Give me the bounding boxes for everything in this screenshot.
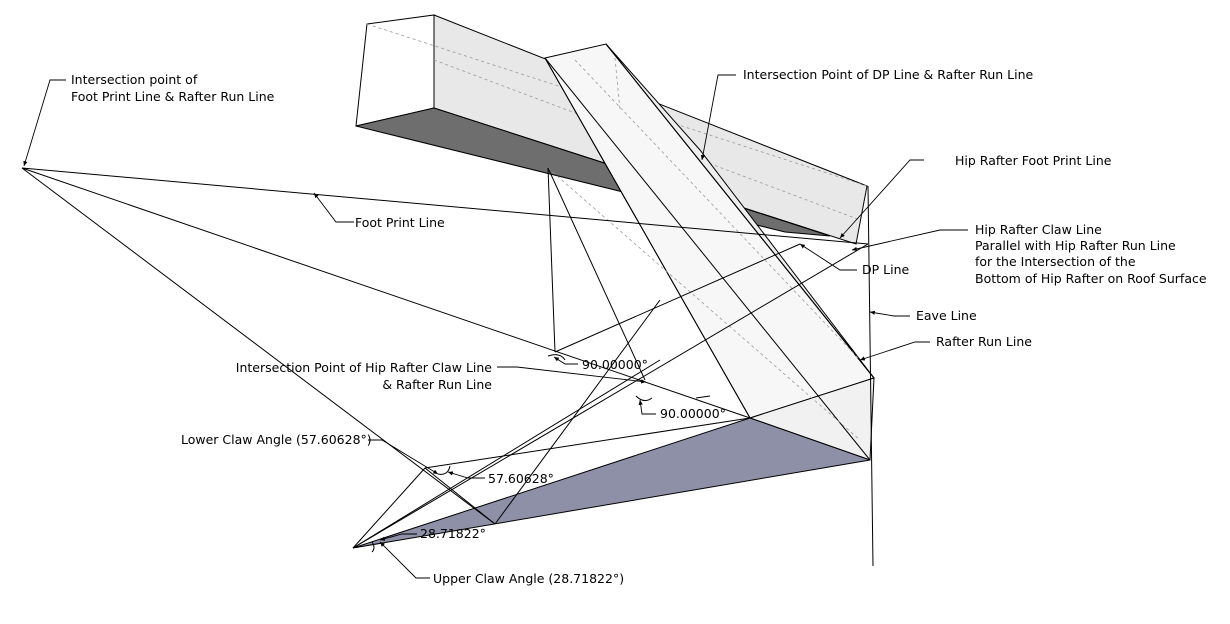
label-angle-90-1: 90.00000° bbox=[582, 357, 648, 372]
angle-marks bbox=[371, 354, 653, 553]
dp-line bbox=[547, 167, 556, 353]
foot-print-line bbox=[21, 167, 869, 245]
label-dp-rafter-intersection: Intersection Point of DP Line & Rafter R… bbox=[743, 67, 1034, 82]
label-angle-90-2: 90.00000° bbox=[660, 406, 726, 421]
label-eave-line: Eave Line bbox=[916, 308, 977, 323]
claw-line-c bbox=[494, 299, 661, 525]
label-claw-intersection-1: Intersection Point of Hip Rafter Claw Li… bbox=[236, 360, 493, 375]
label-lower-claw-angle: Lower Claw Angle (57.60628°) bbox=[181, 432, 372, 447]
label-upper-claw-angle: Upper Claw Angle (28.71822°) bbox=[433, 571, 624, 586]
labels: Intersection point of Foot Print Line & … bbox=[71, 67, 1207, 586]
label-claw-line-2: Parallel with Hip Rafter Run Line bbox=[975, 238, 1176, 253]
eave-line bbox=[867, 185, 874, 567]
label-foot-print-line: Foot Print Line bbox=[355, 215, 445, 230]
lower-triangle-line bbox=[21, 167, 496, 525]
label-claw-intersection-2: & Rafter Run Line bbox=[382, 377, 492, 392]
label-foot-print-intersection-2: Foot Print Line & Rafter Run Line bbox=[71, 89, 275, 104]
rafter-run-line bbox=[21, 167, 751, 419]
label-hip-foot-print-line: Hip Rafter Foot Print Line bbox=[955, 153, 1112, 168]
roof-surface-triangle bbox=[352, 417, 871, 549]
label-angle-lower-claw: 57.60628° bbox=[488, 471, 554, 486]
beam-end-face bbox=[355, 14, 435, 127]
label-claw-line-1: Hip Rafter Claw Line bbox=[975, 222, 1102, 237]
label-claw-line-3: for the Intersection of the bbox=[975, 254, 1136, 269]
claw-line-a bbox=[352, 243, 869, 549]
label-foot-print-intersection-1: Intersection point of bbox=[71, 72, 198, 87]
label-rafter-run-line: Rafter Run Line bbox=[936, 334, 1032, 349]
label-claw-line-4: Bottom of Hip Rafter on Roof Surface bbox=[975, 271, 1207, 286]
hip-rafter bbox=[544, 43, 875, 461]
label-dp-line: DP Line bbox=[862, 262, 909, 277]
label-angle-upper-claw: 28.71822° bbox=[420, 526, 486, 541]
leader-lines bbox=[23, 74, 968, 579]
construction-lines bbox=[21, 167, 874, 567]
claw-line-b bbox=[352, 359, 661, 549]
